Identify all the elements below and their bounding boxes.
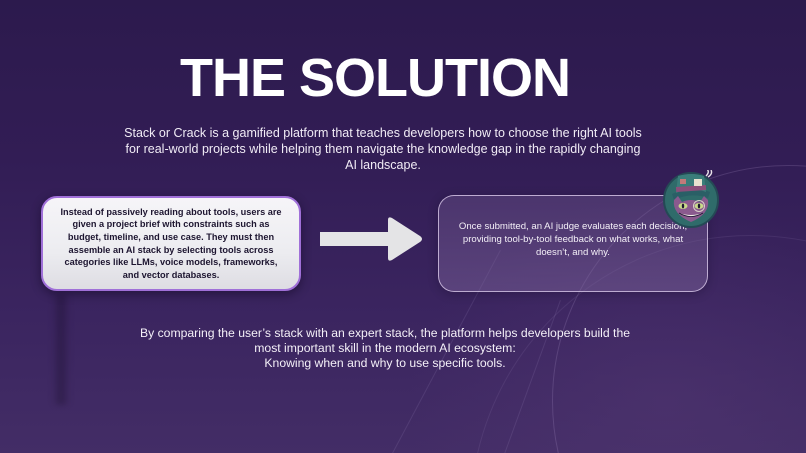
slide-title: THE SOLUTION — [180, 48, 571, 108]
project-brief-text: Instead of passively reading about tools… — [60, 206, 282, 280]
closing-line-2: most important skill in the modern AI ec… — [254, 341, 516, 355]
decorative-shadow — [52, 295, 70, 405]
mad-hatter-cat-judge-icon — [663, 170, 719, 228]
intro-paragraph: Stack or Crack is a gamified platform th… — [124, 126, 642, 172]
closing-paragraph: By comparing the user’s stack with an ex… — [100, 326, 670, 371]
ai-judge-text: Once submitted, an AI judge evaluates ea… — [458, 221, 688, 258]
closing-line-3: Knowing when and why to use specific too… — [264, 356, 506, 370]
decorative-line — [481, 300, 561, 453]
arrow-right-icon — [320, 217, 422, 261]
ai-judge-card: Once submitted, an AI judge evaluates ea… — [438, 195, 708, 292]
project-brief-card: Instead of passively reading about tools… — [41, 196, 301, 291]
closing-line-1: By comparing the user’s stack with an ex… — [139, 326, 630, 340]
